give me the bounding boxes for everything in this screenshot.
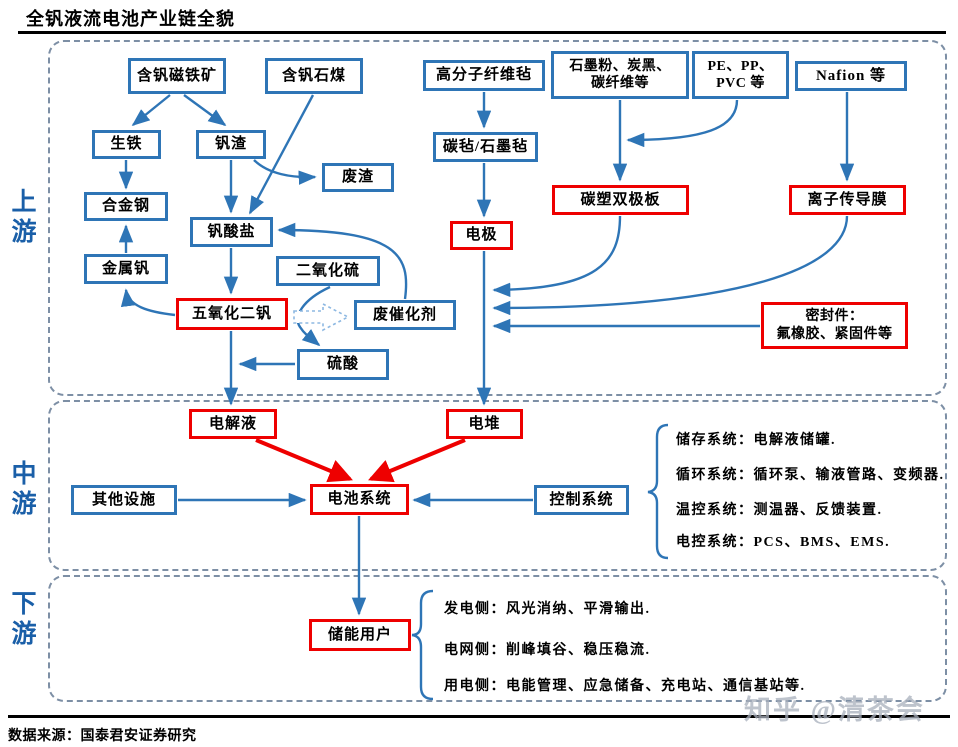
node-control-system: 控制系统 [534, 485, 629, 515]
arrow-magnetite-to-pig-iron [131, 94, 171, 127]
node-energy-storage-user: 储能用户 [309, 619, 411, 651]
downstream-note-grid-side: 电网侧：削峰填谷、稳压稳流. [444, 643, 651, 658]
node-sulfur-dioxide: 二氧化硫 [276, 256, 380, 286]
node-vanadium-magnetite: 含钒磁铁矿 [128, 58, 226, 94]
midstream-note-temperature-control-system: 温控系统：测温器、反馈装置. [676, 503, 883, 518]
node-stack: 电堆 [446, 409, 523, 439]
upstream-label: 上游 [11, 189, 37, 246]
arrow-stack-to-battery-system [368, 438, 466, 483]
page-title: 全钒液流电池产业链全貌 [26, 9, 235, 29]
node-waste-slag: 废渣 [322, 163, 394, 192]
node-sulfuric-acid: 硫酸 [297, 349, 389, 380]
arrow-waste-catalyst-to-vanadate [277, 222, 408, 300]
arrow-stone-coal-to-vanadate [248, 94, 315, 215]
arrow-magnetite-to-vanadium-slag [183, 94, 227, 126]
midstream-note-electric-control-system: 电控系统：PCS、BMS、EMS. [676, 535, 891, 550]
title-underline [18, 31, 946, 34]
arrow-pe-pp-pvc-to-bipolar-line [626, 99, 739, 148]
downstream-note-consumption-side: 用电侧：电能管理、应急储备、充电站、通信基站等. [444, 679, 806, 694]
arrow-so2-to-sulfuric-acid [296, 285, 331, 347]
node-seals: 密封件： 氟橡胶、紧固件等 [761, 302, 908, 349]
downstream-brace [411, 589, 434, 701]
arrow-bipolar-plate-to-stack-line [492, 215, 622, 298]
arrow-ion-membrane-to-stack-line [492, 215, 849, 316]
node-pe-pp-pvc: PE、PP、 PVC 等 [692, 51, 789, 99]
arrow-v2o5-to-metal-vanadium [120, 288, 176, 317]
footer-divider [8, 715, 950, 718]
midstream-zone-border [48, 400, 947, 571]
node-nafion: Nafion 等 [795, 61, 907, 91]
midstream-label: 中游 [11, 461, 37, 518]
node-vanadium-slag: 钒渣 [196, 130, 266, 159]
node-electrode: 电极 [450, 221, 513, 250]
downstream-label: 下游 [11, 591, 37, 648]
watermark: 知乎 @清茶会 [744, 695, 925, 725]
node-carbon-graphite-felt: 碳毡/石墨毡 [433, 132, 538, 162]
node-vanadate: 钒酸盐 [190, 217, 273, 247]
node-other-facilities: 其他设施 [71, 485, 177, 515]
node-metal-vanadium: 金属钒 [84, 254, 168, 284]
arrow-vanadium-slag-to-waste-slag [253, 159, 317, 185]
node-carbon-plastic-bipolar-plate: 碳塑双极板 [552, 185, 689, 215]
node-alloy-steel: 合金钢 [84, 192, 168, 221]
dashed-block-arrow-v2o5-to-waste-catalyst [293, 302, 350, 332]
node-electrolyte: 电解液 [189, 409, 277, 439]
data-source: 数据来源：国泰君安证券研究 [8, 729, 197, 744]
arrow-electrolyte-to-battery-system [255, 438, 353, 483]
node-vanadium-stone-coal: 含钒石煤 [265, 58, 363, 94]
node-vanadium-pentoxide: 五氧化二钒 [176, 298, 288, 330]
node-waste-catalyst: 废催化剂 [354, 300, 456, 330]
downstream-zone-border [48, 575, 947, 702]
node-graphite-powder: 石墨粉、炭黑、 碳纤维等 [551, 51, 689, 99]
midstream-note-circulation-system: 循环系统：循环泵、输液管路、变频器. [676, 468, 945, 483]
midstream-brace [647, 423, 669, 560]
downstream-note-generation-side: 发电侧：风光消纳、平滑输出. [444, 602, 651, 617]
node-pig-iron: 生铁 [92, 130, 161, 159]
node-ion-conductive-membrane: 离子传导膜 [789, 185, 906, 215]
node-battery-system: 电池系统 [310, 484, 409, 515]
node-polymer-fiber-felt: 高分子纤维毡 [423, 60, 545, 91]
midstream-note-storage-system: 储存系统：电解液储罐. [676, 433, 836, 448]
upstream-zone-border [48, 40, 947, 396]
